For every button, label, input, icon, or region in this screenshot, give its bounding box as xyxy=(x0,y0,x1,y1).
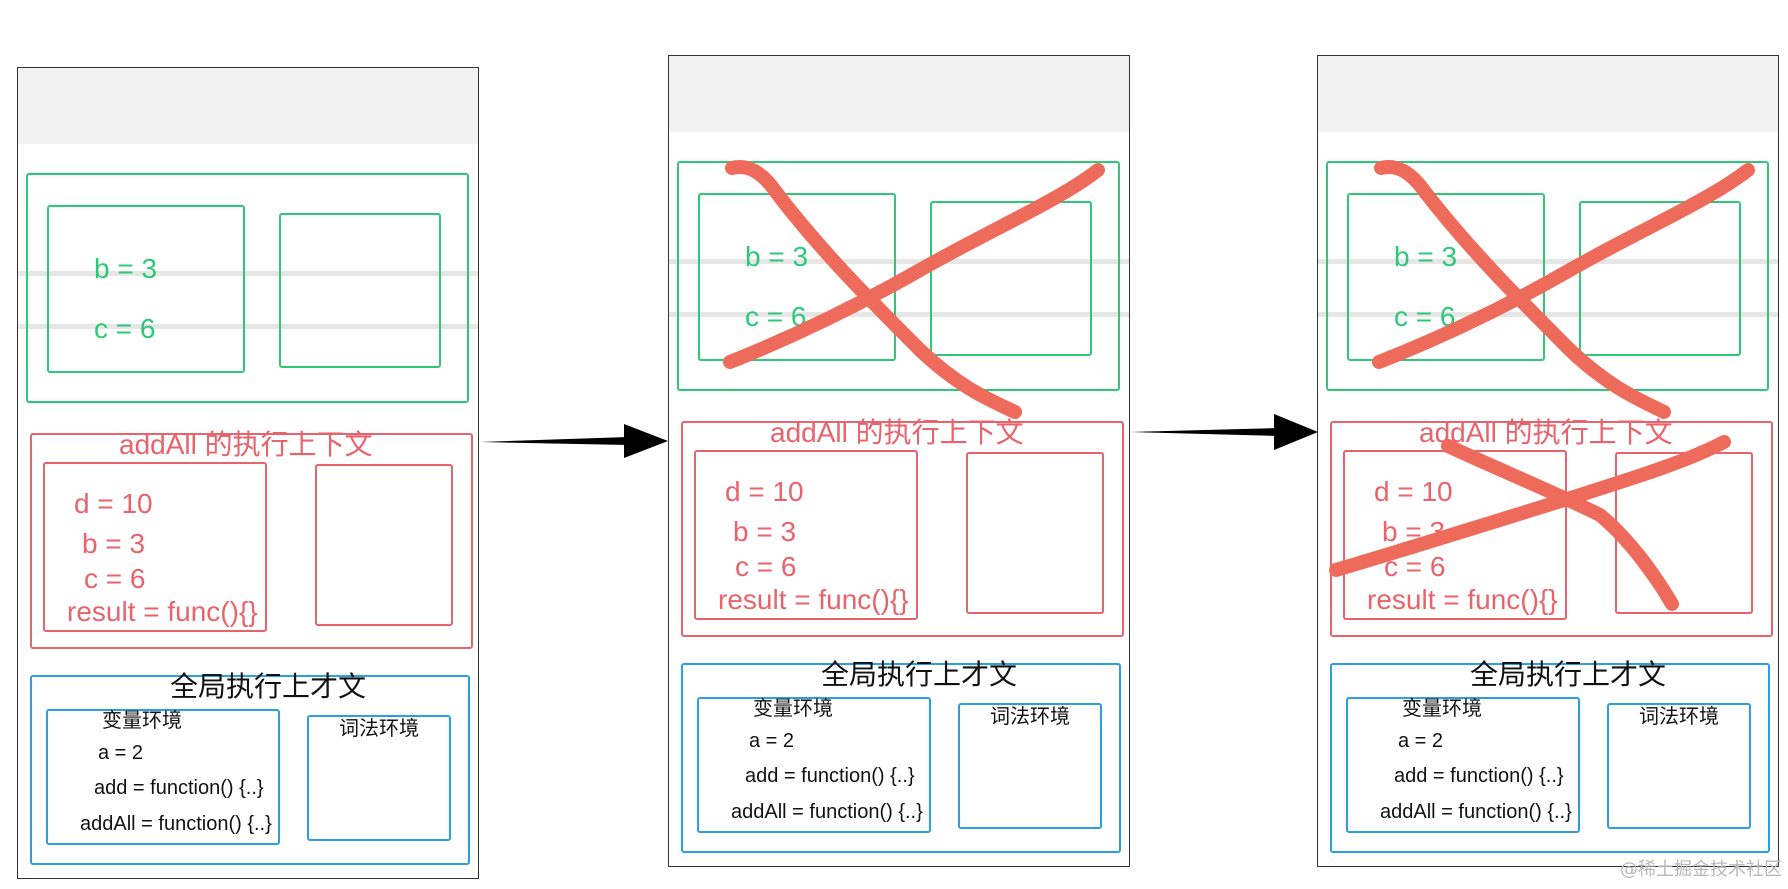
inner-lexical-environment xyxy=(279,213,441,368)
addall-var-result: result = func(){} xyxy=(1367,584,1558,615)
global-lexical-environment xyxy=(1607,703,1751,829)
global-context-title: 全局执行上才文 xyxy=(821,659,1018,690)
inner-execution-context: b = 3 c = 6 xyxy=(677,161,1120,391)
global-variable-environment xyxy=(46,709,280,845)
panel-header-bar xyxy=(1318,56,1778,132)
addall-var-b: b = 3 xyxy=(1382,516,1446,547)
addall-var-c: c = 6 xyxy=(84,563,146,594)
addall-var-result: result = func(){} xyxy=(67,596,258,627)
global-context-title: 全局执行上才文 xyxy=(170,671,367,702)
addall-var-d: d = 10 xyxy=(725,476,804,507)
variable-environment-label: 变量环境 xyxy=(753,698,833,720)
panel-header-bar xyxy=(18,68,478,144)
global-execution-context: 全局执行上才文 变量环境 词法环境 a = 2 add = function()… xyxy=(1330,659,1770,853)
addall-var-c: c = 6 xyxy=(1384,551,1446,582)
addall-context-title: addAll 的执行上下文 xyxy=(1419,417,1673,448)
variable-environment-label: 变量环境 xyxy=(1402,698,1482,720)
inner-variable-environment xyxy=(1347,193,1545,361)
inner-lexical-environment xyxy=(930,201,1092,356)
inner-var-b: b = 3 xyxy=(745,241,809,272)
addall-var-b: b = 3 xyxy=(733,516,797,547)
global-var-a: a = 2 xyxy=(749,730,795,752)
lexical-environment-label: 词法环境 xyxy=(1639,706,1719,728)
addall-variable-environment xyxy=(694,450,918,620)
global-variable-environment xyxy=(697,697,931,833)
addall-execution-context: addAll 的执行上下文 d = 10 b = 3 c = 6 result … xyxy=(1330,417,1773,637)
addall-var-b: b = 3 xyxy=(82,528,146,559)
inner-var-b: b = 3 xyxy=(94,253,158,284)
global-var-addall: addAll = function() {..} xyxy=(1380,801,1572,823)
addall-var-d: d = 10 xyxy=(74,488,153,519)
addall-lexical-environment xyxy=(315,464,453,626)
global-variable-environment xyxy=(1346,697,1580,833)
addall-var-result: result = func(){} xyxy=(718,584,909,615)
inner-var-c: c = 6 xyxy=(745,301,807,332)
global-lexical-environment xyxy=(307,715,451,841)
inner-var-b: b = 3 xyxy=(1394,241,1458,272)
call-stack-panel-3: b = 3 c = 6 addAll 的执行上下文 d = 10 b = 3 c… xyxy=(1317,55,1779,867)
transition-arrow-2 xyxy=(1130,414,1318,450)
watermark: @稀土掘金技术社区 xyxy=(1620,859,1782,880)
global-var-add: add = function() {..} xyxy=(94,777,264,799)
global-var-addall: addAll = function() {..} xyxy=(731,801,923,823)
inner-variable-environment xyxy=(698,193,896,361)
addall-variable-environment xyxy=(43,462,267,632)
inner-lexical-environment xyxy=(1579,201,1741,356)
global-execution-context: 全局执行上才文 变量环境 词法环境 a = 2 add = function()… xyxy=(681,659,1121,853)
global-lexical-environment xyxy=(958,703,1102,829)
addall-execution-context: addAll 的执行上下文 d = 10 b = 3 c = 6 result … xyxy=(681,417,1124,637)
addall-var-d: d = 10 xyxy=(1374,476,1453,507)
inner-var-c: c = 6 xyxy=(1394,301,1456,332)
global-context-title: 全局执行上才文 xyxy=(1470,659,1667,690)
transition-arrow-1 xyxy=(480,424,668,458)
global-var-add: add = function() {..} xyxy=(745,765,915,787)
global-var-addall: addAll = function() {..} xyxy=(80,813,272,835)
global-execution-context: 全局执行上才文 变量环境 词法环境 a = 2 add = function()… xyxy=(30,671,470,865)
variable-environment-label: 变量环境 xyxy=(102,710,182,732)
guide-line xyxy=(18,271,478,276)
panel-header-bar xyxy=(669,56,1129,132)
addall-execution-context: addAll 的执行上下文 d = 10 b = 3 c = 6 result … xyxy=(30,429,473,649)
global-var-a: a = 2 xyxy=(1398,730,1444,752)
guide-line xyxy=(18,324,478,329)
global-var-a: a = 2 xyxy=(98,742,144,764)
addall-lexical-environment xyxy=(1615,452,1753,614)
lexical-environment-label: 词法环境 xyxy=(339,718,419,740)
addall-lexical-environment xyxy=(966,452,1104,614)
call-stack-panel-2: b = 3 c = 6 addAll 的执行上下文 d = 10 b = 3 c… xyxy=(668,55,1130,867)
addall-context-title: addAll 的执行上下文 xyxy=(770,417,1024,448)
lexical-environment-label: 词法环境 xyxy=(990,706,1070,728)
inner-execution-context: b = 3 c = 6 xyxy=(1326,161,1769,391)
addall-var-c: c = 6 xyxy=(735,551,797,582)
inner-execution-context: b = 3 c = 6 xyxy=(26,173,469,403)
inner-var-c: c = 6 xyxy=(94,313,156,344)
call-stack-panel-1: b = 3 c = 6 addAll 的执行上下文 d = 10 b = 3 c… xyxy=(17,67,479,879)
addall-context-title: addAll 的执行上下文 xyxy=(119,429,373,460)
inner-variable-environment xyxy=(47,205,245,373)
global-var-add: add = function() {..} xyxy=(1394,765,1564,787)
